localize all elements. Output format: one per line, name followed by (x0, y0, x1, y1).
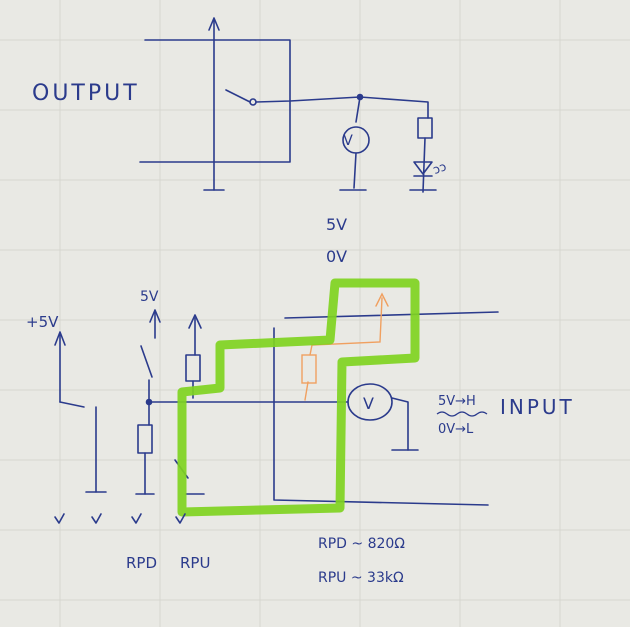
rpu-label: RPU (180, 554, 210, 572)
internal-pull-up-resistor (301, 354, 317, 384)
internal-pu-lead-bottom (304, 381, 309, 401)
pu-arrow (188, 314, 202, 329)
pull-up-resistor (185, 354, 201, 382)
input-circuit (54, 309, 499, 506)
output-label: OUTPUT (32, 81, 140, 106)
internal-pu-arrow (375, 292, 389, 307)
pd-switch (140, 345, 153, 378)
meter-lead-top (355, 96, 361, 123)
low-voltage-label: 0V (326, 247, 347, 266)
internal-pull-up-sketch (301, 292, 389, 401)
led-symbol (413, 161, 433, 175)
led-resistor (417, 117, 433, 139)
plus-5v-label: +5V (26, 313, 59, 331)
input-top-wire (284, 311, 499, 319)
rpu-value-label: RPU ~ 33kΩ (318, 570, 404, 586)
output-circuit (139, 17, 437, 193)
rpd-label: RPD (126, 554, 157, 572)
switch-5v-label: 5V (140, 289, 159, 305)
output-switch-blade (225, 89, 251, 103)
rpd-value-label: RPD ~ 820Ω (318, 536, 405, 552)
high-mapping-label: 5V→H (438, 394, 476, 409)
input-meter-label: V (363, 394, 374, 413)
internal-pu-lead-top (309, 297, 383, 356)
output-rail-arrow (208, 17, 220, 31)
high-voltage-label: 5V (326, 215, 347, 234)
pd-5v-arrow (149, 309, 161, 323)
output-meter-label: V (343, 133, 353, 149)
input-label: INPUT (500, 395, 575, 419)
check-marks (54, 513, 186, 524)
wavy-line (436, 411, 488, 417)
pull-down-resistor (137, 424, 153, 454)
supply-step (59, 401, 85, 408)
output-line (255, 96, 429, 119)
led-lead (422, 137, 426, 193)
meter-lead-out (391, 397, 409, 451)
input-frame-wire (273, 327, 489, 506)
output-switch-pivot (249, 98, 257, 106)
meter-lead-bottom (353, 152, 357, 189)
supply-arrow (54, 331, 66, 346)
input-voltmeter-circle (347, 383, 393, 421)
low-mapping-label: 0V→L (438, 422, 474, 437)
chip-boundary-highlight (177, 278, 420, 517)
led-rays: ↄↄ (431, 159, 448, 177)
